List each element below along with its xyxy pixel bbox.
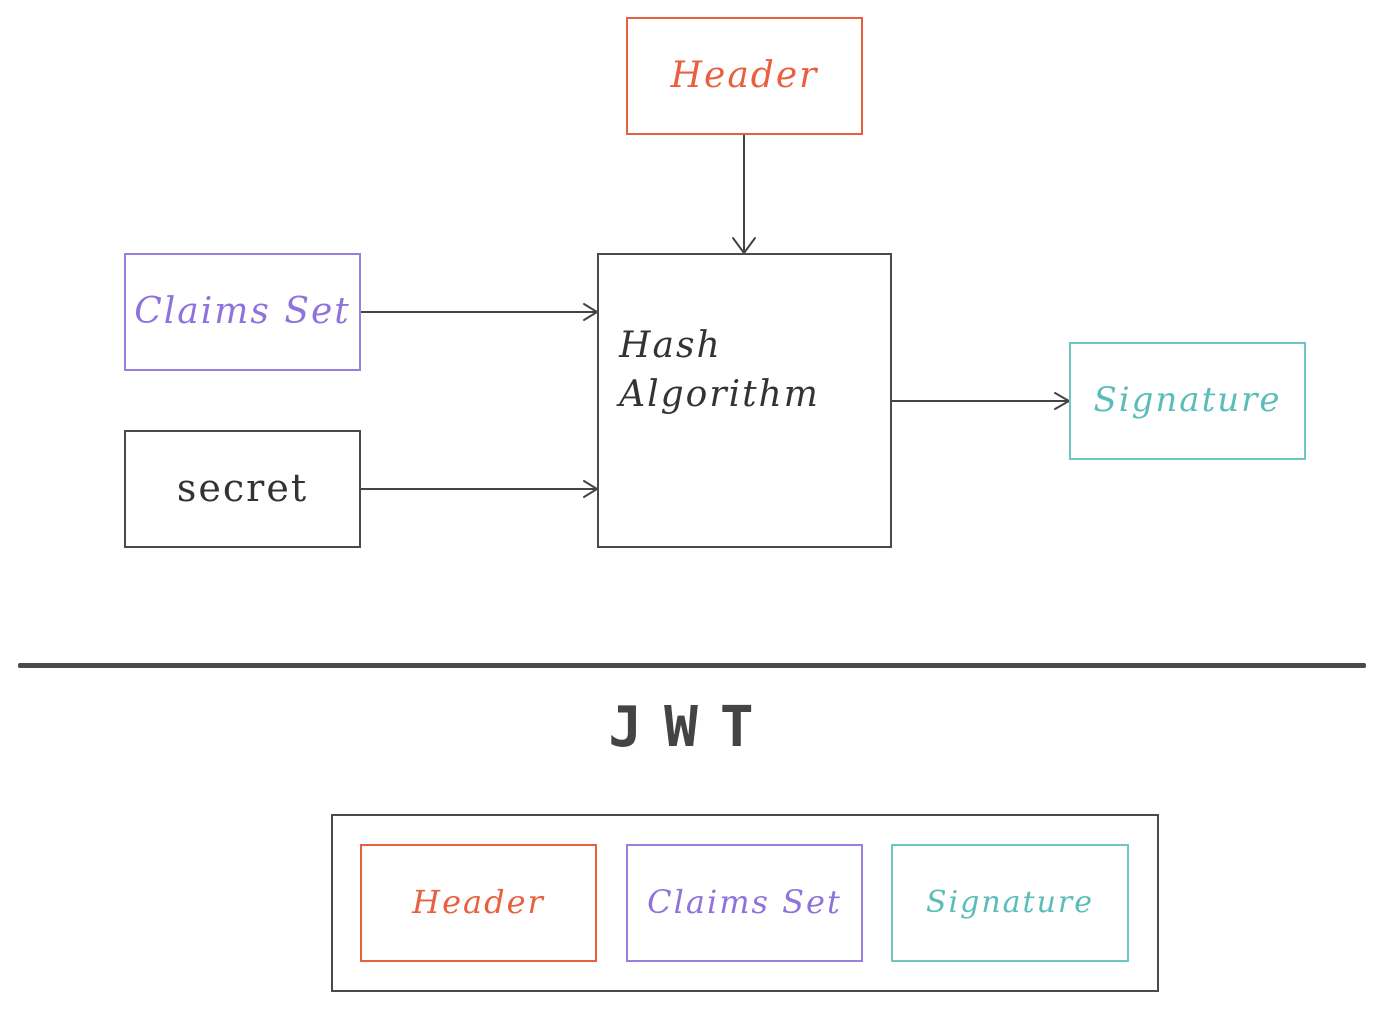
claims-set-label: Claims Set (134, 290, 351, 332)
secret-box: secret (124, 430, 361, 548)
hash-label-line1: Hash (619, 324, 722, 366)
header-label: Header (670, 54, 819, 96)
arrowhead-claims-to-hash (583, 303, 598, 321)
header-box: Header (626, 17, 863, 135)
hash-algorithm-label: Hash Algorithm (619, 322, 820, 419)
jwt-claims-set-label: Claims Set (647, 883, 842, 922)
jwt-claims-set-box: Claims Set (626, 844, 863, 962)
claims-set-box: Claims Set (124, 253, 361, 371)
jwt-header-box: Header (360, 844, 597, 962)
arrowhead-secret-to-hash (583, 480, 598, 498)
jwt-title: JWT (608, 695, 776, 760)
hash-label-line2: Algorithm (619, 373, 820, 415)
signature-label: Signature (1093, 380, 1282, 421)
secret-label: secret (176, 466, 309, 511)
jwt-signature-box: Signature (891, 844, 1129, 962)
arrowhead-header-to-hash (732, 237, 756, 254)
section-divider (18, 663, 1366, 668)
jwt-signature-label: Signature (925, 884, 1095, 920)
signature-box: Signature (1069, 342, 1306, 460)
hash-algorithm-box: Hash Algorithm (597, 253, 892, 548)
jwt-container (331, 814, 1159, 992)
arrowhead-hash-to-signature (1054, 392, 1070, 410)
jwt-header-label: Header (412, 883, 545, 922)
